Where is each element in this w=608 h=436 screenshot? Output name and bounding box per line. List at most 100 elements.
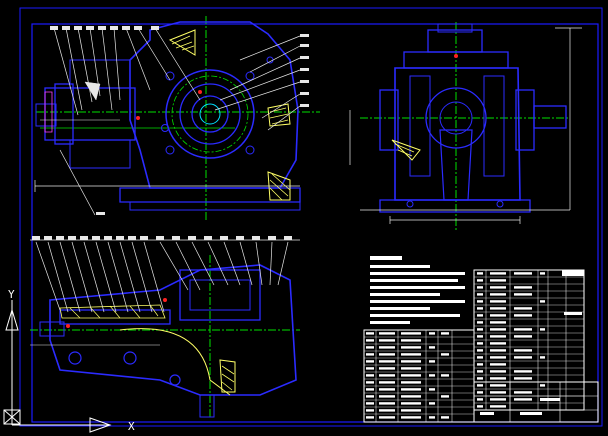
table-cell-glyph <box>477 314 483 317</box>
table-cell-glyph <box>514 307 532 310</box>
table-cell-glyph <box>401 388 421 391</box>
table-cell-glyph <box>366 367 374 370</box>
table-cell-glyph <box>514 272 532 275</box>
table-cell-glyph <box>429 402 435 405</box>
front-view[interactable] <box>34 16 320 222</box>
table-cell-glyph <box>379 388 395 391</box>
table-cell-glyph <box>401 339 421 342</box>
table-cell-glyph <box>379 367 395 370</box>
table-cell-glyph <box>379 395 395 398</box>
table-cell-glyph <box>490 293 506 296</box>
balloon-labels-top <box>50 26 309 215</box>
table-cell-glyph <box>477 363 483 366</box>
table-cell-glyph <box>490 370 506 373</box>
table-cell-glyph <box>401 395 421 398</box>
table-cell-glyph <box>514 286 532 289</box>
table-cell-glyph <box>540 384 545 387</box>
table-cell-glyph <box>477 293 483 296</box>
table-cell-glyph <box>401 367 421 370</box>
side-view[interactable] <box>349 22 582 230</box>
table-cell-glyph <box>514 293 532 296</box>
table-cell-glyph <box>477 391 483 394</box>
drawing-inner-frame <box>31 23 599 423</box>
table-cell-glyph <box>490 335 506 338</box>
table-cell-glyph <box>490 300 506 303</box>
table-cell-glyph <box>429 360 435 363</box>
table-cell-glyph <box>379 332 395 335</box>
table-cell-glyph <box>379 402 395 405</box>
table-cell-glyph <box>477 272 483 275</box>
table-cell-glyph <box>490 349 506 352</box>
balloon-labels-bottom <box>32 236 292 240</box>
table-cell-glyph <box>401 374 421 377</box>
table-cell-glyph <box>401 360 421 363</box>
table-cell-glyph <box>366 402 374 405</box>
table-cell-glyph <box>514 370 532 373</box>
table-cell-glyph <box>401 409 421 412</box>
table-cell-glyph <box>477 279 483 282</box>
ucs-y-label: Y <box>8 288 15 301</box>
table-cell-glyph <box>401 381 421 384</box>
table-cell-glyph <box>477 307 483 310</box>
table-cell-glyph <box>490 342 506 345</box>
table-cell-glyph <box>366 353 374 356</box>
table-cell-glyph <box>441 353 449 356</box>
table-cell-glyph <box>490 279 506 282</box>
table-cell-glyph <box>366 374 374 377</box>
table-cell-glyph <box>477 342 483 345</box>
table-cell-glyph <box>490 307 506 310</box>
table-cell-glyph <box>379 346 395 349</box>
table-cell-glyph <box>366 388 374 391</box>
table-cell-glyph <box>379 374 395 377</box>
table-cell-glyph <box>490 272 506 275</box>
table-cell-glyph <box>490 286 506 289</box>
table-cell-glyph <box>441 395 449 398</box>
table-cell-glyph <box>514 328 532 331</box>
table-cell-glyph <box>477 377 483 380</box>
table-cell-glyph <box>366 395 374 398</box>
table-cell-glyph <box>490 391 506 394</box>
table-cell-glyph <box>514 335 532 338</box>
table-cell-glyph <box>379 339 395 342</box>
table-cell-glyph <box>366 409 374 412</box>
table-cell-glyph <box>429 388 435 391</box>
table-cell-glyph <box>490 405 506 408</box>
table-cell-glyph <box>514 314 532 317</box>
ucs-x-label: X <box>128 420 135 433</box>
table-cell-glyph <box>401 346 421 349</box>
table-cell-glyph <box>401 416 421 419</box>
table-cell-glyph <box>540 272 545 275</box>
table-cell-glyph <box>366 339 374 342</box>
table-cell-glyph <box>366 332 374 335</box>
table-cell-glyph <box>490 384 506 387</box>
table-cell-glyph <box>379 353 395 356</box>
table-cell-glyph <box>477 370 483 373</box>
drawing-border <box>19 7 603 427</box>
technical-notes-icon <box>370 256 465 324</box>
table-cell-glyph <box>401 353 421 356</box>
table-cell-glyph <box>490 314 506 317</box>
table-cell-glyph <box>477 300 483 303</box>
table-cell-glyph <box>490 328 506 331</box>
table-cell-glyph <box>477 356 483 359</box>
table-cell-glyph <box>379 360 395 363</box>
title-block-icon <box>363 329 599 423</box>
table-cell-glyph <box>366 381 374 384</box>
table-cell-glyph <box>540 328 545 331</box>
table-cell-glyph <box>477 384 483 387</box>
table-cell-glyph <box>514 377 532 380</box>
table-cell-glyph <box>477 349 483 352</box>
table-cell-glyph <box>379 416 395 419</box>
table-cell-glyph <box>379 409 395 412</box>
table-cell-glyph <box>514 391 532 394</box>
table-cell-glyph <box>379 381 395 384</box>
table-cell-glyph <box>429 346 435 349</box>
table-cell-glyph <box>401 402 421 405</box>
table-cell-glyph <box>477 286 483 289</box>
parts-list-icon <box>473 269 585 411</box>
table-cell-glyph <box>441 416 449 419</box>
table-cell-glyph <box>540 356 545 359</box>
table-cell-glyph <box>490 363 506 366</box>
top-view[interactable] <box>30 236 300 418</box>
